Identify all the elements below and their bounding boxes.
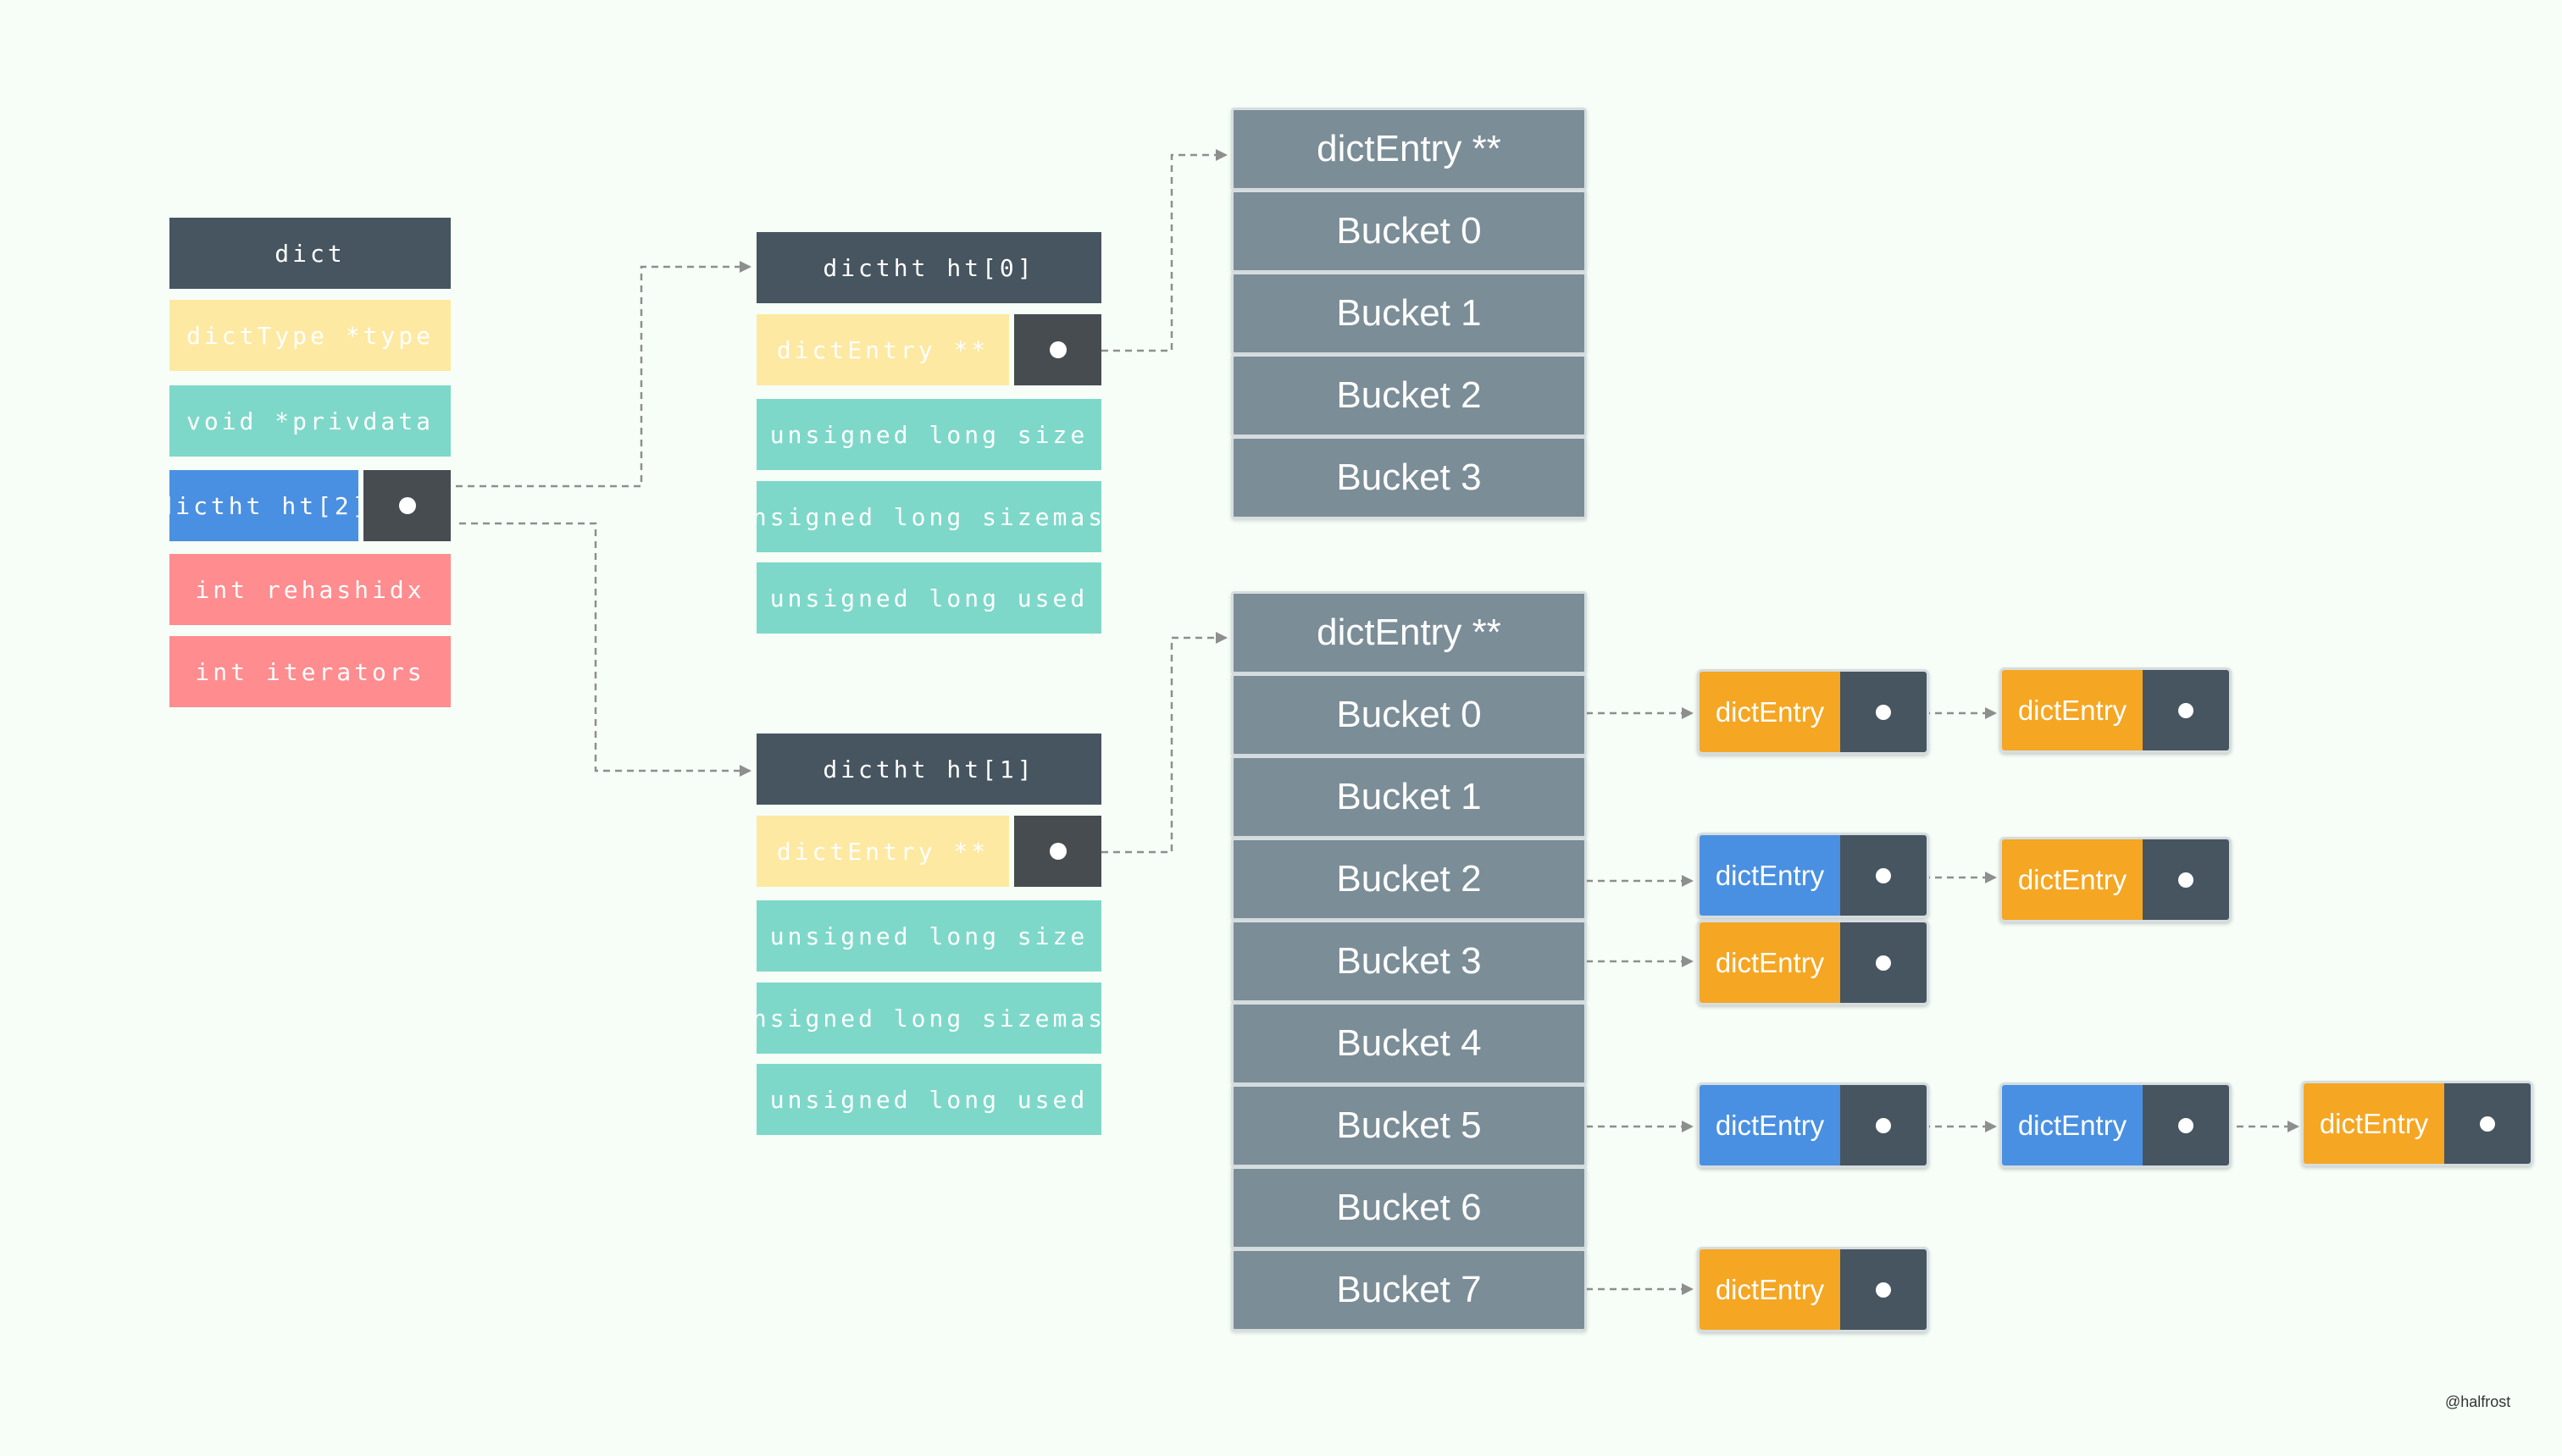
table0-header: dictEntry ** — [1231, 108, 1587, 191]
entry-b7-1: dictEntry — [1697, 1247, 1929, 1332]
arrow-ht0-to-table0 — [1101, 149, 1228, 352]
ht0-table-pointer — [1014, 314, 1101, 385]
dict-ht-pointer — [363, 470, 451, 541]
entry-b2-1: dictEntry — [1697, 833, 1929, 918]
dict-field-iterators: int iterators — [169, 636, 451, 707]
table0-bucket-0: Bucket 0 — [1231, 190, 1587, 273]
ht1-field-sizemask: unsigned long sizemask — [757, 983, 1101, 1054]
table1-bucket-5: Bucket 5 — [1231, 1084, 1587, 1167]
table0-bucket-1: Bucket 1 — [1231, 272, 1587, 355]
entry-label: dictEntry — [1700, 1249, 1840, 1330]
entry-b5-2: dictEntry — [1999, 1082, 2232, 1168]
table1-header: dictEntry ** — [1231, 591, 1587, 674]
dict-field-ht: dictht ht[2] — [169, 470, 358, 541]
entry-b0-2: dictEntry — [1999, 667, 2232, 753]
ht0-field-sizemask: unsigned long sizemask — [757, 481, 1101, 552]
ht0-field-size: unsigned long size — [757, 399, 1101, 470]
ht1-title: dictht ht[1] — [757, 734, 1101, 805]
table0-bucket-2: Bucket 2 — [1231, 354, 1587, 437]
entry-next-pointer — [2143, 1085, 2229, 1165]
author-credit: @halfrost — [2445, 1393, 2511, 1410]
dict-field-rehashidx: int rehashidx — [169, 554, 451, 625]
table1-bucket-3: Bucket 3 — [1231, 920, 1587, 1003]
arrow-dict-to-ht1 — [459, 522, 751, 777]
entry-next-pointer — [1840, 922, 1927, 1003]
entry-next-pointer — [1840, 672, 1927, 752]
entry-label: dictEntry — [1700, 1085, 1840, 1165]
entry-label: dictEntry — [2002, 839, 2143, 920]
ht1-field-size: unsigned long size — [757, 900, 1101, 972]
table1-bucket-2: Bucket 2 — [1231, 838, 1587, 921]
entry-label: dictEntry — [1700, 672, 1840, 752]
entry-label: dictEntry — [2002, 670, 2143, 750]
entry-label: dictEntry — [1700, 835, 1840, 916]
entry-next-pointer — [2143, 670, 2229, 750]
table1-bucket-1: Bucket 1 — [1231, 756, 1587, 839]
entry-next-pointer — [1840, 835, 1927, 916]
entry-b5-1: dictEntry — [1697, 1082, 1929, 1168]
entry-label: dictEntry — [2304, 1083, 2444, 1164]
entry-label: dictEntry — [1700, 922, 1840, 1003]
ht1-field-used: unsigned long used — [757, 1064, 1101, 1135]
ht0-field-table: dictEntry ** — [757, 314, 1009, 385]
entry-next-pointer — [1840, 1249, 1927, 1330]
dict-title: dict — [169, 218, 451, 289]
entry-next-pointer — [2444, 1083, 2531, 1164]
dict-field-privdata: void *privdata — [169, 385, 451, 457]
dict-field-type: dictType *type — [169, 300, 451, 371]
arrow-dict-to-ht0 — [456, 261, 751, 488]
entry-next-pointer — [2143, 839, 2229, 920]
entry-b5-3: dictEntry — [2301, 1081, 2533, 1166]
entry-b3-1: dictEntry — [1697, 920, 1929, 1005]
ht1-field-table: dictEntry ** — [757, 816, 1009, 887]
ht0-title: dictht ht[0] — [757, 232, 1101, 303]
entry-label: dictEntry — [2002, 1085, 2143, 1165]
ht1-table-pointer — [1014, 816, 1101, 887]
ht0-field-used: unsigned long used — [757, 562, 1101, 634]
table1-bucket-6: Bucket 6 — [1231, 1166, 1587, 1249]
entry-b2-2: dictEntry — [1999, 837, 2232, 922]
entry-b0-1: dictEntry — [1697, 669, 1929, 755]
table1-bucket-0: Bucket 0 — [1231, 673, 1587, 756]
table1-bucket-7: Bucket 7 — [1231, 1248, 1587, 1331]
table1-bucket-4: Bucket 4 — [1231, 1002, 1587, 1085]
table0-bucket-3: Bucket 3 — [1231, 436, 1587, 519]
entry-next-pointer — [1840, 1085, 1927, 1165]
arrow-ht1-to-table1 — [1101, 632, 1228, 854]
